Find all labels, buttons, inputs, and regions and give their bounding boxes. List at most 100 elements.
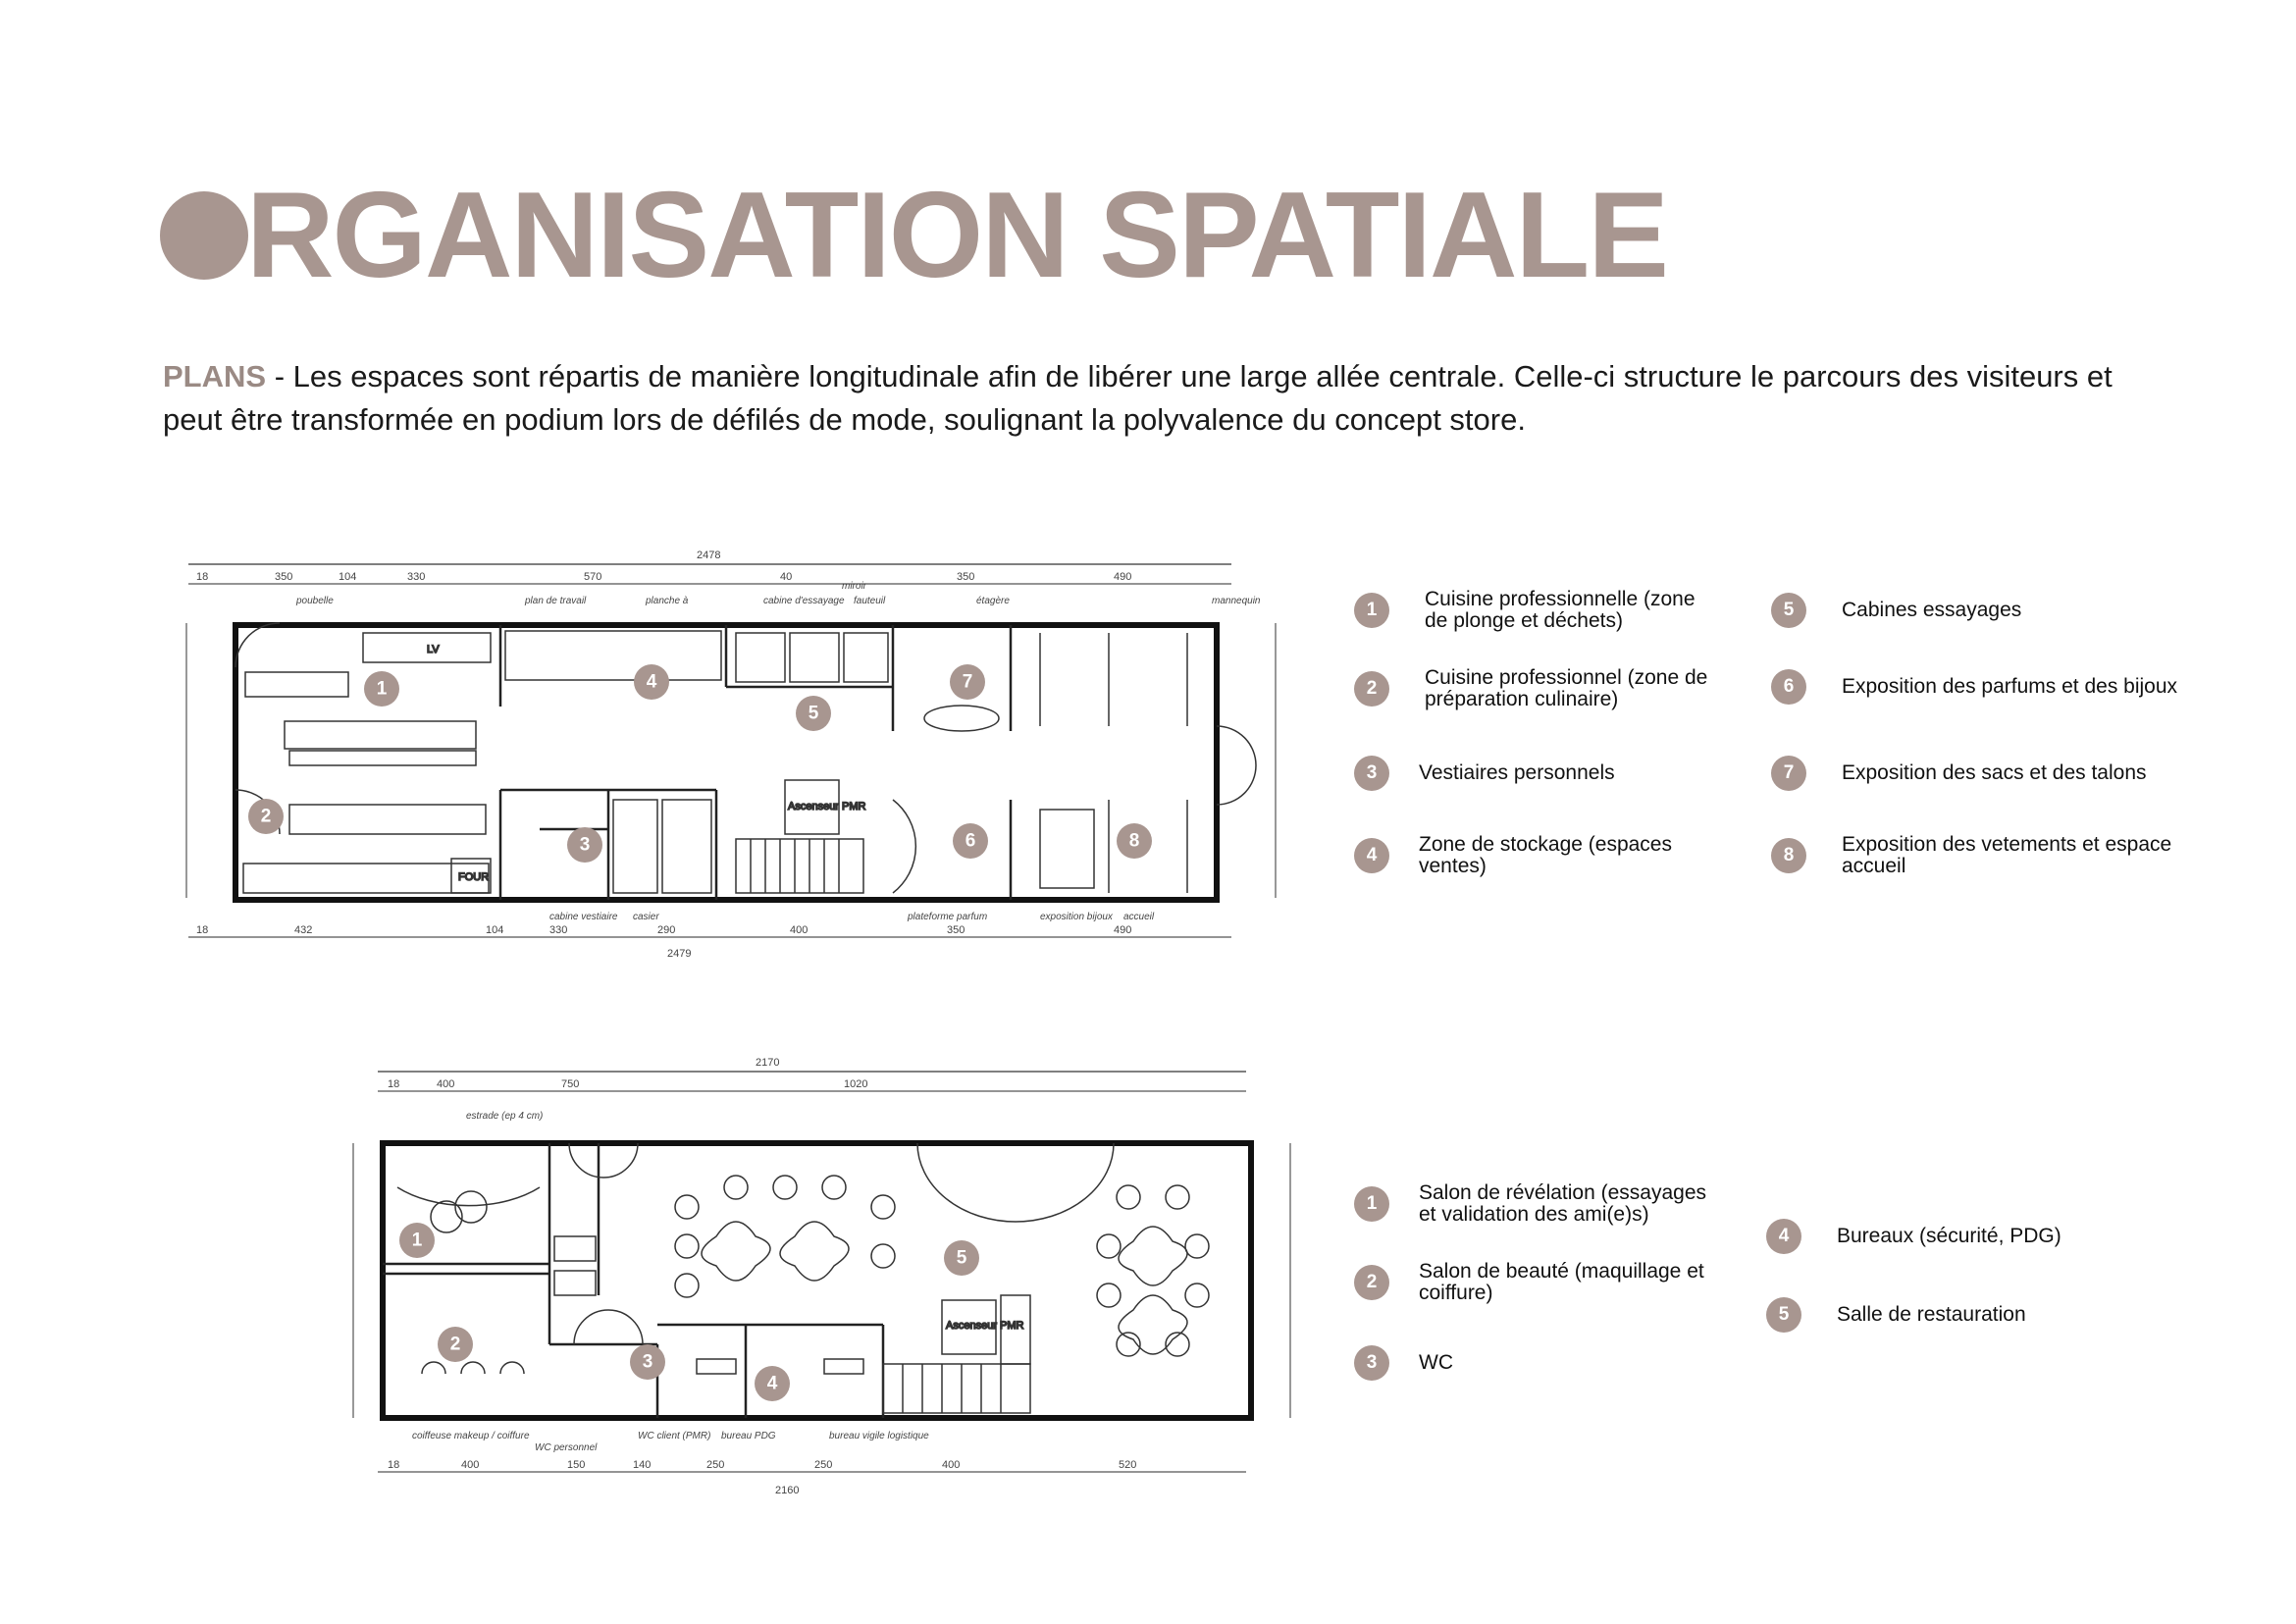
dim: 18: [196, 924, 208, 936]
room-label-elevator: Ascenseur PMR: [788, 801, 866, 812]
legend-text: Salle de restauration: [1837, 1303, 2026, 1326]
legend-text: Cuisine professionnel (zone de préparati…: [1425, 666, 1708, 710]
plan1-marker-5: 5: [796, 696, 831, 731]
note: étagère: [976, 596, 1010, 606]
plan1-marker-6: 6: [953, 823, 988, 859]
svg-text:6: 6: [965, 831, 976, 852]
legend-plan-1: 1 Cuisine professionnelle (zone de plonge…: [1354, 589, 2237, 893]
plan2-marker-3: 3: [630, 1344, 665, 1380]
plan2-marker-5: 5: [944, 1240, 979, 1276]
note: bureau vigile logistique: [829, 1431, 929, 1441]
room-label-four: FOUR: [458, 871, 489, 883]
intro-text: - Les espaces sont répartis de manière l…: [163, 359, 2113, 437]
plan1-marker-1: 1: [364, 671, 399, 707]
legend-text: Zone de stockage (espaces ventes): [1419, 833, 1672, 877]
plan2-marker-1: 1: [399, 1223, 435, 1258]
legend-text: Salon de révélation (essayages et valida…: [1419, 1181, 1707, 1226]
dim: 520: [1119, 1459, 1136, 1471]
dim: 350: [957, 571, 974, 583]
dim: 400: [461, 1459, 479, 1471]
dim: 490: [1114, 571, 1131, 583]
intro-lead: PLANS: [163, 359, 267, 393]
note: planche à: [645, 596, 689, 606]
svg-text:2: 2: [261, 807, 272, 827]
dim: 104: [339, 571, 356, 583]
badge: 7: [1771, 756, 1806, 791]
legend-text: Exposition des sacs et des talons: [1842, 761, 2147, 784]
badge: 4: [1766, 1219, 1801, 1254]
plan1-marker-7: 7: [950, 664, 985, 700]
note: poubelle: [295, 596, 334, 606]
dim: 350: [275, 571, 292, 583]
plan2-total-top: 2170: [756, 1057, 779, 1069]
dim: 350: [947, 924, 965, 936]
badge: 8: [1771, 838, 1806, 873]
plan2-marker-2: 2: [438, 1327, 473, 1362]
legend2-item-4: 4 Bureaux (sécurité, PDG): [1766, 1219, 2218, 1254]
legend-text: Bureaux (sécurité, PDG): [1837, 1225, 2061, 1247]
note: coiffeuse makeup / coiffure: [412, 1431, 530, 1441]
badge: 4: [1354, 838, 1389, 873]
intro-paragraph: PLANS - Les espaces sont répartis de man…: [163, 355, 2174, 442]
svg-text:1: 1: [412, 1231, 423, 1251]
badge: 3: [1354, 756, 1389, 791]
legend-text: Salon de beauté (maquillage et coiffure): [1419, 1260, 1704, 1304]
badge: 6: [1771, 669, 1806, 705]
note: fauteuil: [854, 596, 886, 606]
badge: 2: [1354, 671, 1389, 707]
svg-text:5: 5: [809, 704, 819, 724]
note: casier: [633, 912, 659, 922]
plan1-notes-bottom: cabine vestiaire casier plateforme parfu…: [549, 912, 1155, 922]
plan1-total-top: 2478: [697, 550, 720, 561]
note: cabine vestiaire: [549, 912, 618, 922]
room-label-lv: LV: [427, 644, 440, 655]
note: WC personnel: [535, 1442, 598, 1453]
dim: 18: [196, 571, 208, 583]
dim: 570: [584, 571, 601, 583]
note: accueil: [1123, 912, 1155, 922]
plan2-room-label-elevator: Ascenseur PMR: [946, 1320, 1024, 1332]
legend-text: Exposition des parfums et des bijoux: [1842, 675, 2178, 698]
note: plateforme parfum: [907, 912, 987, 922]
plan2-bottom-dims: 18 400 150 140 250 250 400 520: [388, 1459, 1136, 1471]
svg-text:8: 8: [1129, 831, 1140, 852]
plan2-top-dims: 18 400 750 1020: [388, 1078, 867, 1090]
dim: 330: [549, 924, 567, 936]
dim: 290: [657, 924, 675, 936]
legend1-item-7: 7 Exposition des sacs et des talons: [1771, 756, 2222, 791]
note: plan de travail: [524, 596, 587, 606]
badge: 1: [1354, 593, 1389, 628]
floor-plan-1-drawing: 2478 18 350 104 330 570 40 350 490 poube…: [185, 550, 1277, 960]
svg-text:5: 5: [957, 1248, 967, 1269]
plan2-total-bottom: 2160: [775, 1485, 799, 1496]
dim: 400: [437, 1078, 454, 1090]
dim: 140: [633, 1459, 651, 1471]
dim: 400: [942, 1459, 960, 1471]
plan1-top-dims: 18 350 104 330 570 40 350 490: [196, 571, 1131, 583]
floor-plan-2-drawing: 2170 18 400 750 1020 estrade (ep 4 cm): [352, 1057, 1291, 1496]
svg-text:2: 2: [450, 1335, 461, 1355]
dim: 1020: [844, 1078, 867, 1090]
dim: 18: [388, 1078, 399, 1090]
plan1-marker-2: 2: [248, 799, 284, 834]
dim: 250: [814, 1459, 832, 1471]
legend-text: WC: [1419, 1351, 1453, 1374]
svg-text:4: 4: [647, 672, 657, 693]
dining-tables: [674, 1175, 1210, 1357]
plan1-marker-4: 4: [634, 664, 669, 700]
plan2-note-estrade: estrade (ep 4 cm): [466, 1111, 543, 1122]
title-o-dot: [160, 191, 248, 280]
legend-text: Cuisine professionnelle (zone de plonge …: [1425, 588, 1696, 632]
note: miroir: [842, 581, 867, 592]
plan2-marker-4: 4: [755, 1366, 790, 1401]
plan1-bottom-dims: 18 432 104 330 290 400 350 490: [196, 924, 1131, 936]
legend-text: Cabines essayages: [1842, 599, 2022, 621]
dim: 150: [567, 1459, 585, 1471]
svg-text:1: 1: [377, 679, 388, 700]
dim: 40: [780, 571, 792, 583]
